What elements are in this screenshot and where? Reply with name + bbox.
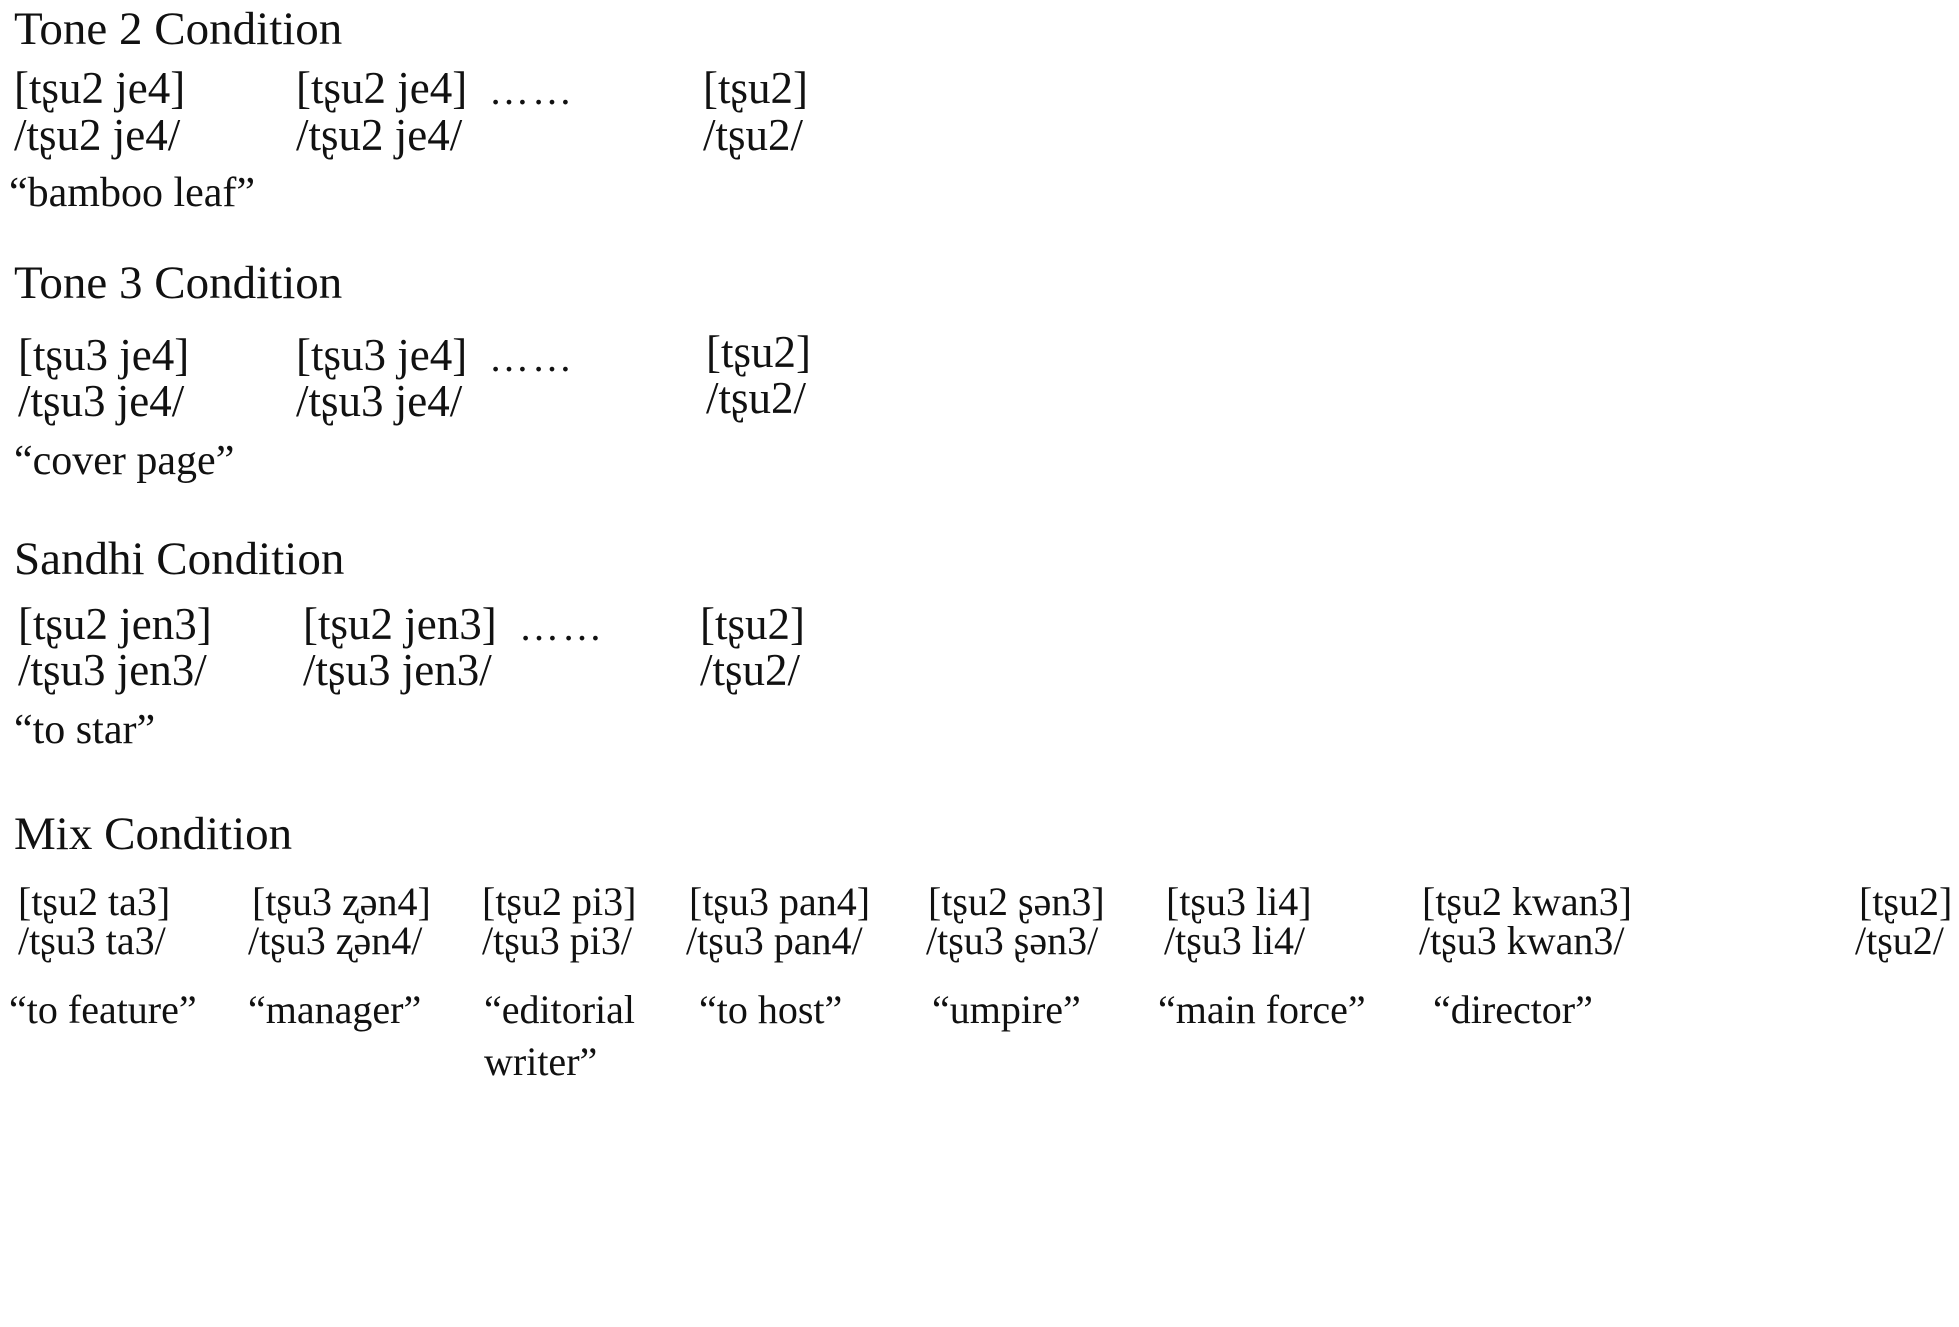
mix-gloss-7: “director” bbox=[1433, 987, 1593, 1032]
mix-gloss-6: “main force” bbox=[1158, 987, 1366, 1032]
tone3-surface-1: [tʂu3 je4] bbox=[18, 330, 190, 380]
mix-heading: Mix Condition bbox=[14, 808, 293, 860]
tone2-surface-3: [tʂu2] bbox=[703, 63, 808, 113]
sandhi-surface-3: [tʂu2] bbox=[700, 599, 805, 649]
mix-underlying-6: /tʂu3 li4/ bbox=[1164, 918, 1306, 963]
mix-gloss-2: “manager” bbox=[248, 987, 422, 1032]
tone2-gloss: “bamboo leaf” bbox=[9, 170, 256, 216]
tone3-underlying-2: /tʂu3 je4/ bbox=[296, 376, 463, 426]
mix-surface-7: [tʂu2 kwan3] bbox=[1422, 879, 1632, 924]
tone2-surface-2: [tʂu2 je4] bbox=[296, 63, 468, 113]
tone3-heading: Tone 3 Condition bbox=[14, 257, 343, 309]
mix-underlying-8: /tʂu2/ bbox=[1855, 918, 1944, 963]
mix-surface-4: [tʂu3 pan4] bbox=[689, 879, 871, 924]
tone3-surface-2: [tʂu3 je4] bbox=[296, 330, 468, 380]
tone2-surface-1: [tʂu2 je4] bbox=[14, 63, 186, 113]
tone2-ellipsis: …… bbox=[489, 68, 575, 113]
mix-gloss-4: “to host” bbox=[699, 987, 843, 1032]
tone3-underlying-3: /tʂu2/ bbox=[706, 373, 807, 423]
sandhi-surface-2: [tʂu2 jen3] bbox=[303, 599, 497, 649]
mix-underlying-7: /tʂu3 kwan3/ bbox=[1419, 918, 1625, 963]
sandhi-ellipsis: …… bbox=[519, 604, 605, 649]
tone3-gloss: “cover page” bbox=[14, 438, 235, 484]
mix-underlying-3: /tʂu3 pi3/ bbox=[482, 918, 633, 963]
tone3-underlying-1: /tʂu3 je4/ bbox=[18, 376, 185, 426]
mix-surface-8: [tʂu2] bbox=[1859, 879, 1953, 924]
sandhi-underlying-1: /tʂu3 jen3/ bbox=[18, 645, 207, 695]
sandhi-underlying-3: /tʂu2/ bbox=[700, 645, 801, 695]
sandhi-gloss: “to star” bbox=[14, 707, 156, 753]
tone3-ellipsis: …… bbox=[489, 335, 575, 380]
mix-underlying-2: /tʂu3 ʐən4/ bbox=[248, 918, 423, 963]
mix-surface-3: [tʂu2 pi3] bbox=[482, 879, 637, 924]
mix-gloss-1: “to feature” bbox=[9, 987, 197, 1032]
mix-surface-6: [tʂu3 li4] bbox=[1166, 879, 1312, 924]
mix-surface-2: [tʂu3 ʐən4] bbox=[252, 879, 431, 924]
tone2-underlying-3: /tʂu2/ bbox=[703, 110, 804, 160]
sandhi-surface-1: [tʂu2 jen3] bbox=[18, 599, 212, 649]
tone2-underlying-1: /tʂu2 je4/ bbox=[14, 110, 181, 160]
tone2-underlying-2: /tʂu2 je4/ bbox=[296, 110, 463, 160]
tone2-heading: Tone 2 Condition bbox=[14, 3, 343, 55]
tone3-surface-3: [tʂu2] bbox=[706, 327, 811, 377]
mix-surface-1: [tʂu2 ta3] bbox=[18, 879, 171, 924]
sandhi-heading: Sandhi Condition bbox=[14, 533, 345, 585]
mix-underlying-4: /tʂu3 pan4/ bbox=[686, 918, 863, 963]
sandhi-underlying-2: /tʂu3 jen3/ bbox=[303, 645, 492, 695]
mix-surface-5: [tʂu2 ʂən3] bbox=[928, 879, 1105, 924]
mix-gloss-5: “umpire” bbox=[932, 987, 1081, 1032]
mix-gloss-3: “editorial writer” bbox=[484, 987, 636, 1084]
mix-underlying-1: /tʂu3 ta3/ bbox=[18, 918, 166, 963]
mix-underlying-5: /tʂu3 ʂən3/ bbox=[926, 918, 1099, 963]
